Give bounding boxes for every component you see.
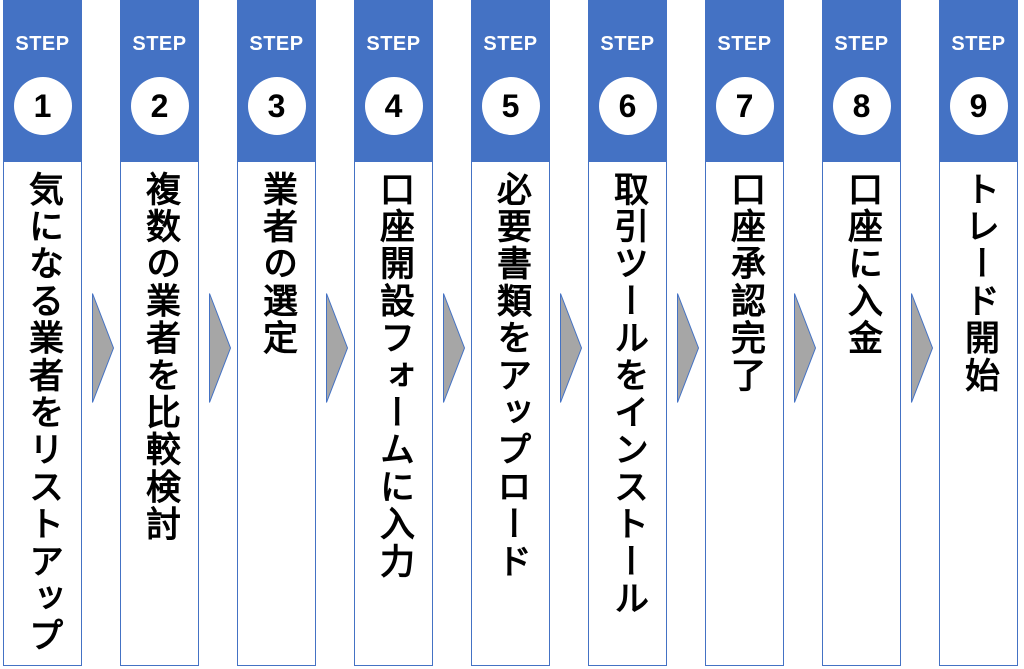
step-description: 気になる業者をリストアップ bbox=[4, 171, 81, 655]
step-label: STEP bbox=[600, 33, 655, 55]
step-text: 複数の業者を比較検討 bbox=[140, 171, 180, 543]
step-column-5: STEP 5 必要書類をアップロード bbox=[471, 0, 550, 666]
step-number-badge: 6 bbox=[598, 77, 657, 135]
step-description: 口座開設フォームに入力 bbox=[355, 171, 432, 580]
step-label: STEP bbox=[249, 33, 304, 55]
step-column-6: STEP 6 取引ツールをインストール bbox=[588, 0, 667, 666]
flow-arrow-icon bbox=[92, 293, 114, 403]
step-description: 口座承認完了 bbox=[706, 171, 783, 394]
step-text: 口座承認完了 bbox=[725, 171, 765, 395]
flow-arrow-icon bbox=[677, 293, 699, 403]
step-text: 口座開設フォームに入力 bbox=[374, 171, 414, 581]
step-column-1: STEP 1 気になる業者をリストアップ bbox=[3, 0, 82, 666]
step-number-badge: 5 bbox=[481, 77, 540, 135]
step-label: STEP bbox=[15, 33, 70, 55]
step-column-3: STEP 3 業者の選定 bbox=[237, 0, 316, 666]
step-header: STEP 5 bbox=[472, 1, 549, 162]
step-header: STEP 6 bbox=[589, 1, 666, 162]
step-description: 複数の業者を比較検討 bbox=[121, 171, 198, 543]
step-column-9: STEP 9 トレード開始 bbox=[939, 0, 1018, 666]
step-header: STEP 3 bbox=[238, 1, 315, 162]
step-description: 口座に入金 bbox=[823, 171, 900, 357]
step-text: トレード開始 bbox=[959, 171, 999, 395]
flow-arrow-icon bbox=[209, 293, 231, 403]
step-label: STEP bbox=[366, 33, 421, 55]
step-text: 取引ツールをインストール bbox=[608, 171, 648, 618]
step-number-badge: 9 bbox=[949, 77, 1008, 135]
step-label: STEP bbox=[132, 33, 187, 55]
step-text: 口座に入金 bbox=[842, 171, 882, 357]
step-number-badge: 4 bbox=[364, 77, 423, 135]
step-header: STEP 1 bbox=[4, 1, 81, 162]
step-column-8: STEP 8 口座に入金 bbox=[822, 0, 901, 666]
step-description: 業者の選定 bbox=[238, 171, 315, 357]
step-header: STEP 9 bbox=[940, 1, 1017, 162]
step-text: 業者の選定 bbox=[257, 171, 297, 357]
step-label: STEP bbox=[834, 33, 889, 55]
step-header: STEP 4 bbox=[355, 1, 432, 162]
flow-arrow-icon bbox=[794, 293, 816, 403]
step-column-4: STEP 4 口座開設フォームに入力 bbox=[354, 0, 433, 666]
step-description: 取引ツールをインストール bbox=[589, 171, 666, 617]
step-header: STEP 7 bbox=[706, 1, 783, 162]
step-header: STEP 8 bbox=[823, 1, 900, 162]
step-text: 必要書類をアップロード bbox=[491, 171, 531, 581]
step-label: STEP bbox=[717, 33, 772, 55]
step-description: 必要書類をアップロード bbox=[472, 171, 549, 580]
step-number-badge: 1 bbox=[13, 77, 72, 135]
step-label: STEP bbox=[483, 33, 538, 55]
flow-arrow-icon bbox=[560, 293, 582, 403]
step-number-badge: 3 bbox=[247, 77, 306, 135]
step-column-7: STEP 7 口座承認完了 bbox=[705, 0, 784, 666]
step-label: STEP bbox=[951, 33, 1006, 55]
step-number-badge: 7 bbox=[715, 77, 774, 135]
flow-arrow-icon bbox=[443, 293, 465, 403]
flow-arrow-icon bbox=[911, 293, 933, 403]
flow-arrow-icon bbox=[326, 293, 348, 403]
step-text: 気になる業者をリストアップ bbox=[23, 171, 63, 655]
step-column-2: STEP 2 複数の業者を比較検討 bbox=[120, 0, 199, 666]
step-description: トレード開始 bbox=[940, 171, 1017, 394]
step-number-badge: 8 bbox=[832, 77, 891, 135]
step-header: STEP 2 bbox=[121, 1, 198, 162]
step-number-badge: 2 bbox=[130, 77, 189, 135]
